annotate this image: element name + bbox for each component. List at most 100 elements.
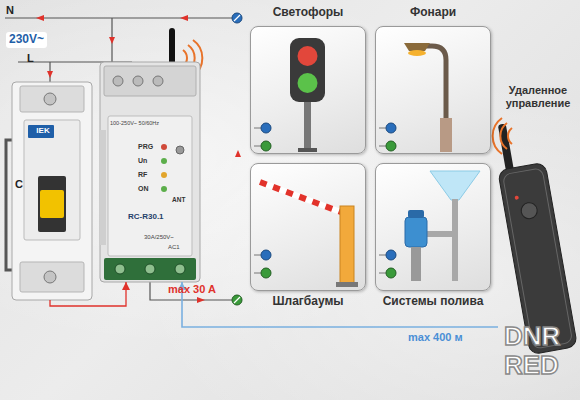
remote-button: [520, 201, 539, 220]
remote-edge: [503, 168, 573, 349]
solenoid-valve: [405, 217, 427, 247]
panel-frame: [250, 163, 366, 291]
panel-frame: [375, 163, 491, 291]
relay-body: [100, 62, 200, 282]
mains-wires: [5, 18, 233, 300]
flow-arrows: [36, 15, 241, 303]
lamp-base: [440, 118, 452, 152]
application-panel: Фонари: [375, 6, 491, 156]
radio-wave: [188, 45, 195, 71]
terminal-screw: [153, 76, 163, 86]
terminal-lead: [254, 128, 261, 129]
riser-pipe: [452, 199, 458, 281]
lamp-pole: [420, 46, 446, 122]
toggle-slot: [38, 176, 66, 232]
voltage-label: 230V~: [6, 32, 47, 48]
neutral-drop-wire: [111, 18, 112, 70]
flow-arrow: [197, 297, 205, 303]
din-bracket: [6, 140, 15, 270]
connector-arrow: [182, 282, 498, 327]
breaker-face: [24, 120, 80, 240]
current-limit: max 30 A: [168, 283, 216, 296]
panel-heading: Фонари: [375, 6, 491, 20]
flow-arrow: [47, 71, 53, 78]
signal-head: [290, 38, 325, 102]
live-drop-wire: [49, 62, 50, 86]
valve-cap: [408, 210, 424, 218]
terminal-screw: [386, 268, 396, 278]
radio-waves: [493, 118, 512, 154]
terminal-screw: [175, 264, 185, 274]
circuit-breaker: IEKC: [8, 82, 96, 300]
panel-frame: [375, 26, 491, 154]
remote-antenna: [498, 123, 515, 174]
terminal-screw: [44, 271, 56, 283]
terminal-screw: [44, 93, 56, 105]
radio-waves: [183, 40, 202, 76]
pole: [304, 100, 311, 150]
panel-heading: Шлагбаумы: [250, 295, 366, 309]
barrier-base: [336, 282, 358, 287]
terminal-screw: [115, 264, 125, 274]
breaker-terminal: [20, 86, 84, 112]
terminal-screw: [232, 295, 242, 305]
pole-base: [298, 148, 317, 152]
led-label: Un: [138, 157, 147, 165]
terminal-lead: [379, 128, 386, 129]
flow-arrow: [235, 150, 241, 157]
live-wire: [18, 61, 132, 62]
panel-terminals: [254, 123, 396, 278]
antenna: [169, 28, 175, 123]
lamp-glow: [408, 50, 426, 56]
application-panel: Системы полива: [375, 163, 491, 313]
relay-output-block: [104, 258, 196, 280]
terminal-lead: [254, 146, 261, 147]
wire-terminals: [232, 13, 242, 305]
terminal-screw: [113, 76, 123, 86]
street-lamp: [404, 43, 452, 152]
load-category: AC1: [168, 244, 180, 251]
radio-wave: [500, 123, 507, 149]
indicator-led: [161, 172, 167, 178]
lamp-head: [404, 43, 430, 51]
breaker-body: [12, 82, 92, 300]
toggle-lever: [40, 190, 64, 218]
contact-rating: 30A/250V~: [144, 234, 174, 241]
relay-side: [100, 130, 106, 245]
terminal-lead: [254, 273, 261, 274]
led-label: PRG: [138, 143, 153, 151]
radio-relay-module: 100-250V~ 50/60HzPRGUnRFONANTRC-R30.130A…: [98, 62, 202, 282]
barrier: [260, 182, 358, 287]
model-name: RC-R30.1: [128, 212, 164, 221]
terminal-screw: [386, 123, 396, 133]
water-spray: [430, 171, 480, 200]
program-button: [176, 146, 184, 154]
output-wire: [150, 282, 232, 300]
panel-heading: Светофоры: [250, 6, 366, 20]
screw-slot: [234, 15, 240, 21]
breaker-terminal: [20, 262, 84, 292]
connector-arrow: [50, 282, 126, 306]
curve-letter: C: [15, 178, 23, 191]
branch-pipe: [420, 231, 458, 237]
led-label: ON: [138, 185, 149, 193]
relay-face: [108, 116, 192, 256]
screw-slot: [234, 297, 240, 303]
application-panel: Светофоры: [250, 6, 366, 156]
terminal-screw: [261, 268, 271, 278]
red-light: [298, 46, 318, 66]
wire-name: N: [6, 4, 14, 17]
watermark: DNR RED: [504, 322, 576, 380]
barrier-stripes: [260, 182, 346, 214]
radio-wave: [508, 128, 512, 144]
voltage-rating: 100-250V~ 50/60Hz: [110, 120, 159, 126]
terminal-lead: [379, 255, 386, 256]
remote-drawing: [490, 118, 578, 355]
flow-arrow: [36, 15, 44, 21]
indicator-led: [161, 158, 167, 164]
flow-arrow: [180, 15, 188, 21]
terminal-lead: [254, 255, 261, 256]
live-drop-wire: [131, 62, 132, 70]
remote-control: Удаленное управление: [498, 84, 578, 356]
terminal-screw: [386, 250, 396, 260]
